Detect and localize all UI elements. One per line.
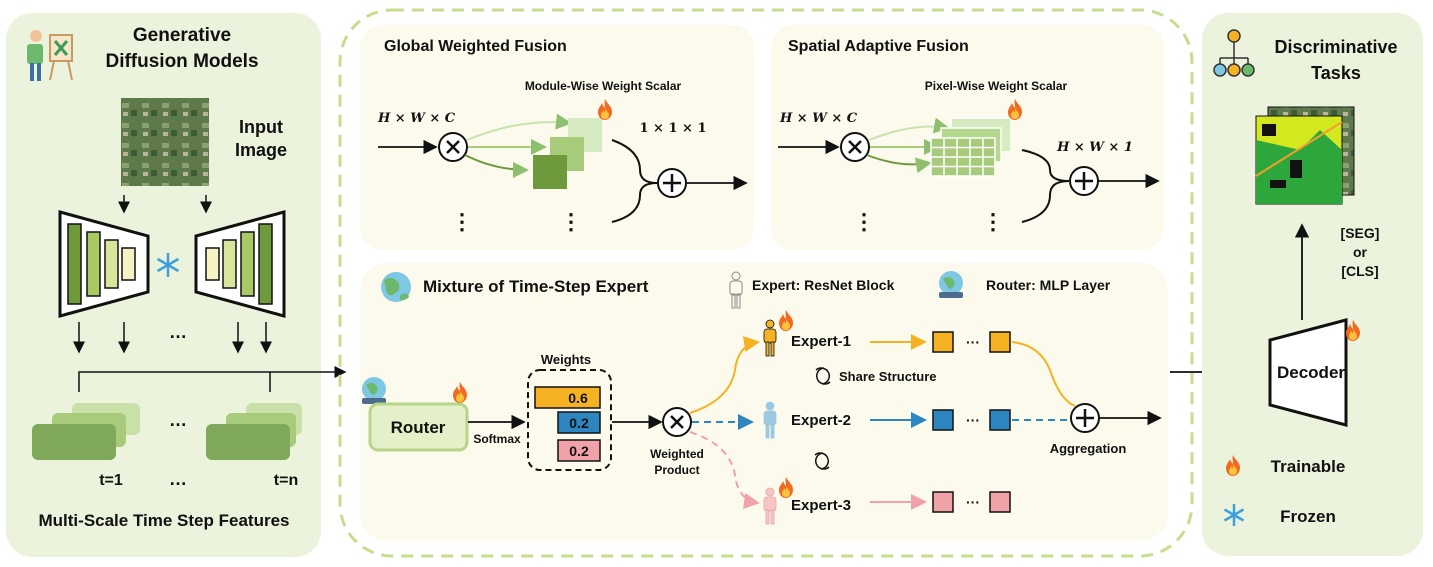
softmax-label: Softmax: [473, 432, 521, 446]
weight-value-2: 0.2: [569, 415, 589, 431]
expert-3-out-first: [932, 491, 954, 513]
weight-value-3: 0.2: [569, 443, 589, 459]
right-title-line2: Tasks: [1311, 63, 1361, 83]
spatial-weight-dims: H × W × 1: [1056, 140, 1133, 155]
segmentation-map: [1255, 106, 1355, 205]
decoder-block: [1268, 318, 1348, 427]
router-box: [368, 402, 469, 452]
weight-value-1: 0.6: [568, 390, 588, 406]
global-input-dims: H × W × C: [377, 111, 456, 126]
mote-panel: [360, 263, 1168, 541]
task-line3: [CLS]: [1341, 263, 1378, 279]
expert-2-out-first: [932, 409, 954, 431]
timestep-first: t=1: [99, 472, 123, 489]
spatial-vdots-left: ⋮: [853, 209, 875, 234]
weight-bar-2: [557, 411, 601, 434]
layer-ellipsis: …: [169, 322, 187, 342]
painter-icon: [27, 30, 73, 81]
snowflake-icon: [156, 253, 180, 277]
aggregation-label: Aggregation: [1050, 441, 1127, 456]
legend-frozen: Frozen: [1280, 507, 1336, 526]
expert-2-dots: ···: [966, 412, 980, 428]
decoder-unet: [194, 210, 286, 318]
legend-trainable: Trainable: [1271, 457, 1346, 476]
product-label-line1: Weighted: [650, 447, 704, 461]
expert-1-out-last: [989, 331, 1011, 353]
expert-2-out-last: [989, 409, 1011, 431]
timestep-last: t=n: [274, 472, 298, 489]
weights-box: [527, 369, 612, 471]
decoder-label: Decoder: [1277, 363, 1345, 382]
expert-1-label: Expert-1: [791, 333, 851, 350]
expert-3-out-last: [989, 491, 1011, 513]
feature-stack-t1: [32, 403, 140, 460]
router-globe-icon: [362, 377, 386, 404]
pixel-scalar-label: Pixel-Wise Weight Scalar: [925, 79, 1068, 93]
expert-1-out-first: [932, 331, 954, 353]
router-label: Router: [391, 418, 446, 437]
spatial-fusion-title: Spatial Adaptive Fusion: [788, 38, 969, 55]
spatial-input-dims: H × W × C: [779, 111, 858, 126]
right-title-line1: Discriminative: [1274, 37, 1397, 57]
global-vdots-left: ⋮: [451, 209, 473, 234]
left-title-line2: Diffusion Models: [105, 51, 258, 72]
mote-title: Mixture of Time-Step Expert: [423, 277, 649, 296]
weights-title: Weights: [541, 352, 591, 367]
input-image: [121, 98, 209, 186]
feature-stack-tn: [206, 403, 302, 460]
legend-snowflake-icon: [1223, 504, 1245, 526]
global-fusion-title: Global Weighted Fusion: [384, 38, 567, 55]
spatial-vdots-right: ⋮: [982, 209, 1004, 234]
legend-router: Router: MLP Layer: [986, 277, 1111, 293]
weight-bar-1: [534, 386, 601, 409]
pixel-weight-grid: [930, 117, 1012, 177]
globe-icon: [381, 272, 411, 302]
product-label-line2: Product: [654, 463, 699, 477]
legend-expert: Expert: ResNet Block: [752, 277, 895, 293]
global-weight-dims: 1 × 1 × 1: [639, 121, 706, 136]
task-line1: [SEG]: [1341, 225, 1380, 241]
expert-2-label: Expert-2: [791, 412, 851, 429]
feature-ellipsis: …: [169, 410, 187, 430]
expert-3-label: Expert-3: [791, 497, 851, 514]
timestep-ellipsis: …: [169, 469, 187, 489]
share-structure-label: Share Structure: [839, 369, 937, 384]
expert-1-dots: ···: [966, 334, 980, 350]
module-scalar-label: Module-Wise Weight Scalar: [525, 79, 682, 93]
expert-3-dots: ···: [966, 494, 980, 510]
router-legend-icon: [939, 271, 963, 298]
method-region: [338, 8, 1194, 558]
share-icon-1: [815, 367, 831, 385]
left-title-line1: Generative: [133, 25, 231, 46]
task-line2: or: [1353, 244, 1368, 260]
left-caption: Multi-Scale Time Step Features: [39, 511, 290, 530]
input-label-line1: Input: [239, 117, 283, 137]
global-vdots-right: ⋮: [560, 209, 582, 234]
weight-block-3: [533, 155, 567, 189]
encoder-unet: [58, 210, 150, 318]
input-label-line2: Image: [235, 140, 287, 160]
share-icon-2: [814, 452, 830, 470]
hierarchy-icon: [1213, 29, 1255, 77]
weight-bar-3: [557, 439, 601, 462]
